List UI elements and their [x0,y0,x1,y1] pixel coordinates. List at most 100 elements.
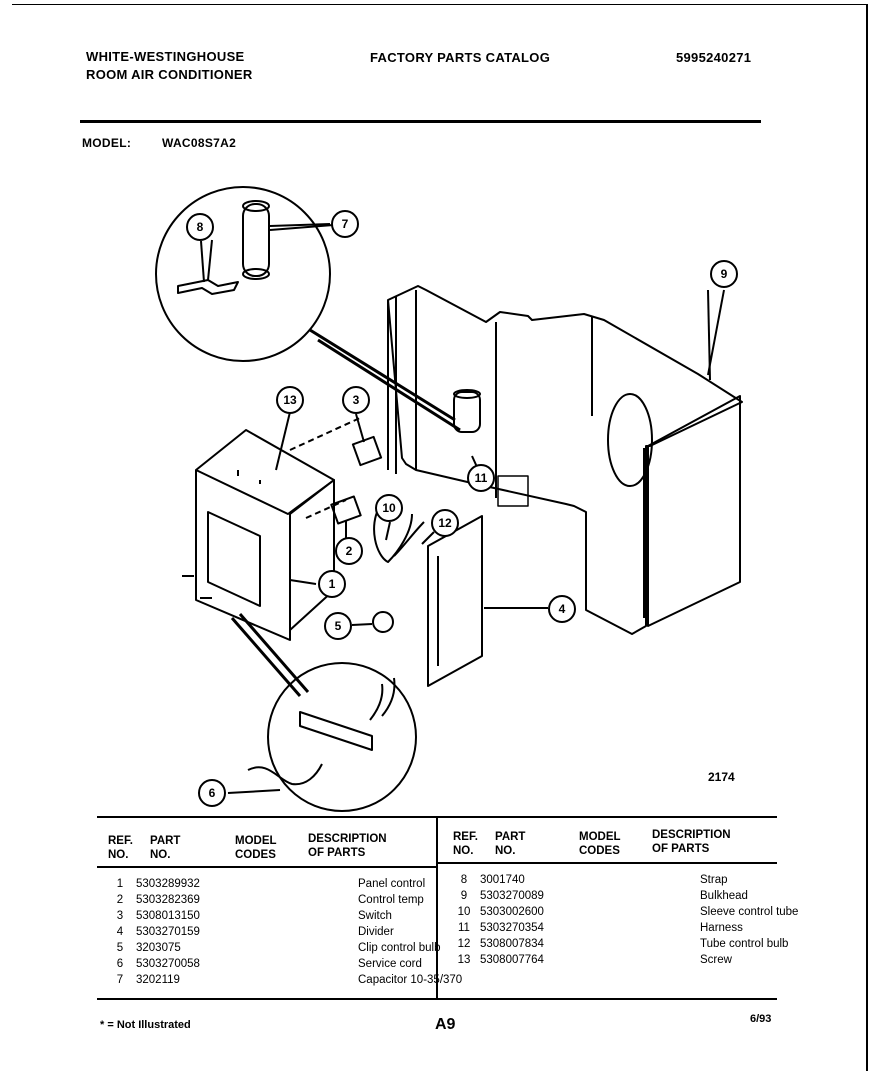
cell-part: 5308013150 [136,910,200,922]
cell-ref: 7 [116,974,124,986]
callout-label: 2 [346,544,353,558]
table-row: 12 5308007834 Tube control bulb [452,936,830,952]
table-row: 10 5303002600 Sleeve control tube [452,904,830,920]
cell-desc: Strap [700,874,728,886]
cell-ref: 2 [116,894,124,906]
drawing-number: 2174 [708,770,735,784]
cell-part: 5308007834 [480,938,544,950]
cell-part: 5303002600 [480,906,544,918]
right-ref-header: REF.NO. [453,831,478,857]
cell-model [280,972,354,988]
cell-ref: 12 [457,938,471,950]
callout-label: 5 [335,619,342,633]
cell-desc: Harness [700,922,743,934]
callout-5: 5 [324,612,352,640]
left-ref-header: REF.NO. [108,835,133,861]
callout-12: 12 [431,509,459,537]
cell-model [280,956,354,972]
cell-model [280,924,354,940]
right-parts-table: 8 3001740 Strap 9 5303270089 Bulkhead 10 530300… [452,872,830,968]
callout-label: 3 [353,393,360,407]
callout-label: 7 [342,217,349,231]
footnote: * = Not Illustrated [100,1019,191,1031]
switch-shape [351,435,383,467]
catalog-number: 5995240271 [676,50,752,65]
table-row: 11 5303270354 Harness [452,920,830,936]
divider-shape [427,515,483,687]
cell-part: 5303282369 [136,894,200,906]
cell-part: 5303270058 [136,958,200,970]
cell-part: 3001740 [480,874,525,886]
cell-model [280,940,354,956]
cell-desc: Switch [358,910,392,922]
cell-ref: 1 [116,878,124,890]
cell-desc: Tube control bulb [700,938,789,950]
cell-ref: 13 [457,954,471,966]
right-header-rule [436,862,777,864]
cell-desc: Screw [700,954,732,966]
cell-part: 5303270354 [480,922,544,934]
cell-desc: Clip control bulb [358,942,441,954]
revision-date: 6/93 [750,1013,772,1025]
cell-desc: Sleeve control tube [700,906,799,918]
cell-part: 5303270089 [480,890,544,902]
cell-model [622,888,696,904]
left-header-rule [97,866,436,868]
cell-part: 3203075 [136,942,181,954]
control-temp-shape [330,495,362,525]
callout-label: 1 [329,577,336,591]
cell-desc: Capacitor 10-35/370 [358,974,463,986]
callout-10: 10 [375,494,403,522]
model-label: MODEL: [82,136,132,150]
table-row: 2 5303282369 Control temp [108,892,488,908]
cell-desc: Divider [358,926,394,938]
cell-model [280,908,354,924]
cell-desc: Control temp [358,894,424,906]
callout-label: 4 [559,602,566,616]
cell-ref: 5 [116,942,124,954]
strap-shape [177,279,239,295]
cell-ref: 10 [457,906,471,918]
cell-ref: 9 [460,890,468,902]
callout-8: 8 [186,213,214,241]
clip-shape [372,611,394,633]
cell-ref: 8 [460,874,468,886]
cell-model [622,936,696,952]
page-number: A9 [435,1016,456,1033]
table-row: 9 5303270089 Bulkhead [452,888,830,904]
cell-ref: 11 [458,922,470,934]
cell-ref: 3 [116,910,124,922]
bulkhead-shape [387,285,743,635]
table-row: 8 3001740 Strap [452,872,830,888]
table-row: 13 5308007764 Screw [452,952,830,968]
detail-circle-top [155,186,331,362]
callout-4: 4 [548,595,576,623]
cell-desc: Service cord [358,958,422,970]
cell-ref: 4 [116,926,124,938]
callout-label: 13 [283,393,297,407]
callout-7: 7 [331,210,359,238]
cell-model [280,876,354,892]
callout-3: 3 [342,386,370,414]
table-row: 4 5303270159 Divider [108,924,488,940]
callout-13: 13 [276,386,304,414]
callout-6: 6 [198,779,226,807]
cell-desc: Bulkhead [700,890,748,902]
callout-9: 9 [710,260,738,288]
control-panel-shape [195,429,335,515]
cell-part: 5303270159 [136,926,200,938]
cell-part: 5308007764 [480,954,544,966]
sheet-border [12,4,868,1071]
brand-line-1: WHITE-WESTINGHOUSE [86,49,245,64]
callout-label: 12 [438,516,452,530]
